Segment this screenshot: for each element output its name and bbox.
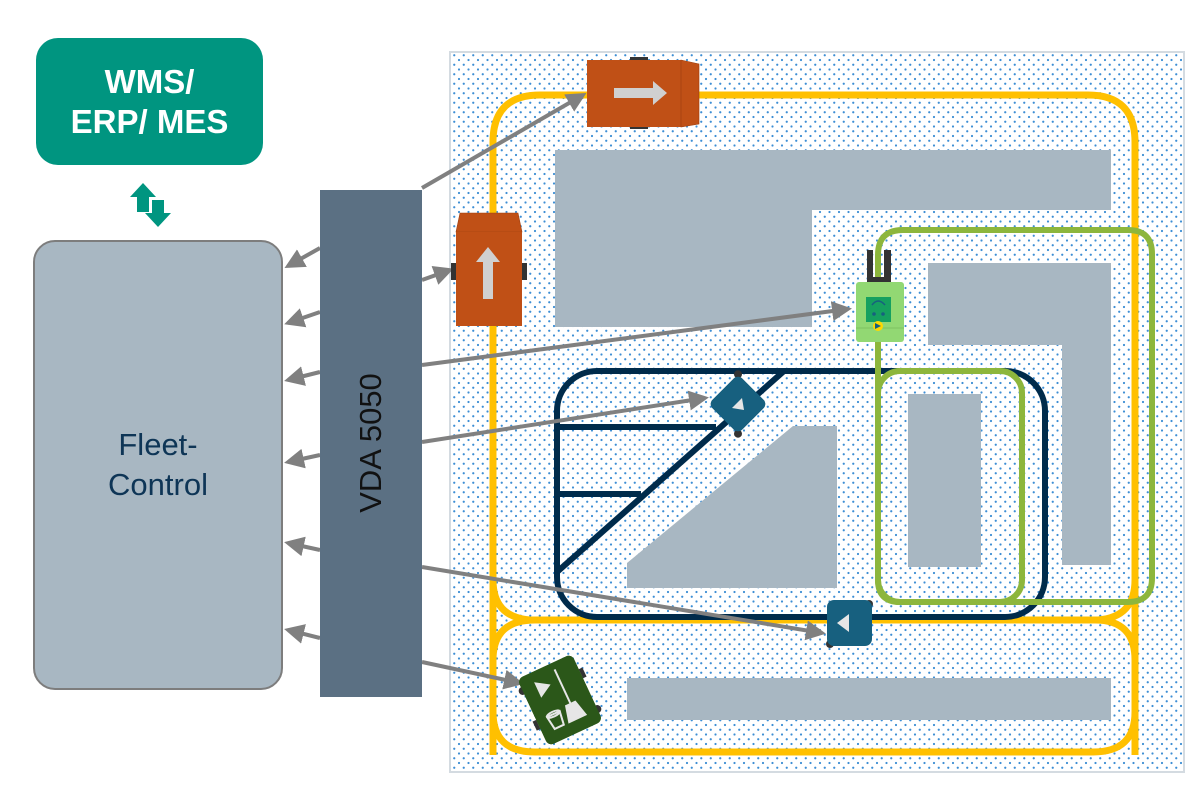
arrow-to-fleet-2 [284,308,321,328]
blue-agv-square[interactable] [826,600,873,648]
obstacle-top-l-shape [555,150,1111,327]
arrow-to-fleet-3 [284,366,321,386]
obstacle-right-l-shape [928,263,1111,565]
obstacle-trapezoid [627,426,837,588]
arrow-to-forklift [421,301,852,367]
track-green [875,227,1155,605]
wms-erp-mes-box: WMS/ ERP/ MES [36,38,263,165]
play-icon [534,682,551,698]
forklift-agv-green[interactable] [856,250,904,342]
arrow-to-fleet-4 [284,448,321,469]
arrow-to-orange-agv-vertical [421,265,454,285]
arrow-to-blue-diamond [421,390,709,444]
communication-arrows [284,92,852,690]
direction-right-icon [732,398,744,410]
direction-left-icon [837,614,849,632]
arrow-to-fleet-5 [284,536,321,557]
cleaning-agv[interactable] [514,652,607,748]
wms-line-2: ERP/ MES [70,102,229,140]
vda-5050-label: VDA 5050 [353,373,388,513]
orange-agv-vertical[interactable] [451,212,527,326]
obstacle-bottom-bar [627,678,1111,720]
broom-bucket-icon [545,669,588,731]
arrow-to-orange-agv-horizontal [420,92,587,190]
fleet-line-2: Control [108,467,208,502]
fleet-line-1: Fleet- [118,427,198,462]
fleet-control-box: Fleet- Control [33,240,283,690]
sync-arrows-icon [130,183,171,227]
arrow-to-fleet-6 [284,624,321,644]
arrow-to-cleaning-agv [421,660,524,690]
arrow-right-icon [614,81,667,105]
wms-line-1: WMS/ [104,62,195,100]
blue-agv-diamond[interactable] [703,369,774,440]
arrow-up-icon [476,247,500,299]
orange-agv-horizontal[interactable] [587,57,700,129]
arrow-to-fleet-1 [284,246,321,268]
vda-5050-interface-bar [320,190,422,697]
obstacle-small-block [908,394,981,567]
arrow-to-blue-square [421,565,826,641]
